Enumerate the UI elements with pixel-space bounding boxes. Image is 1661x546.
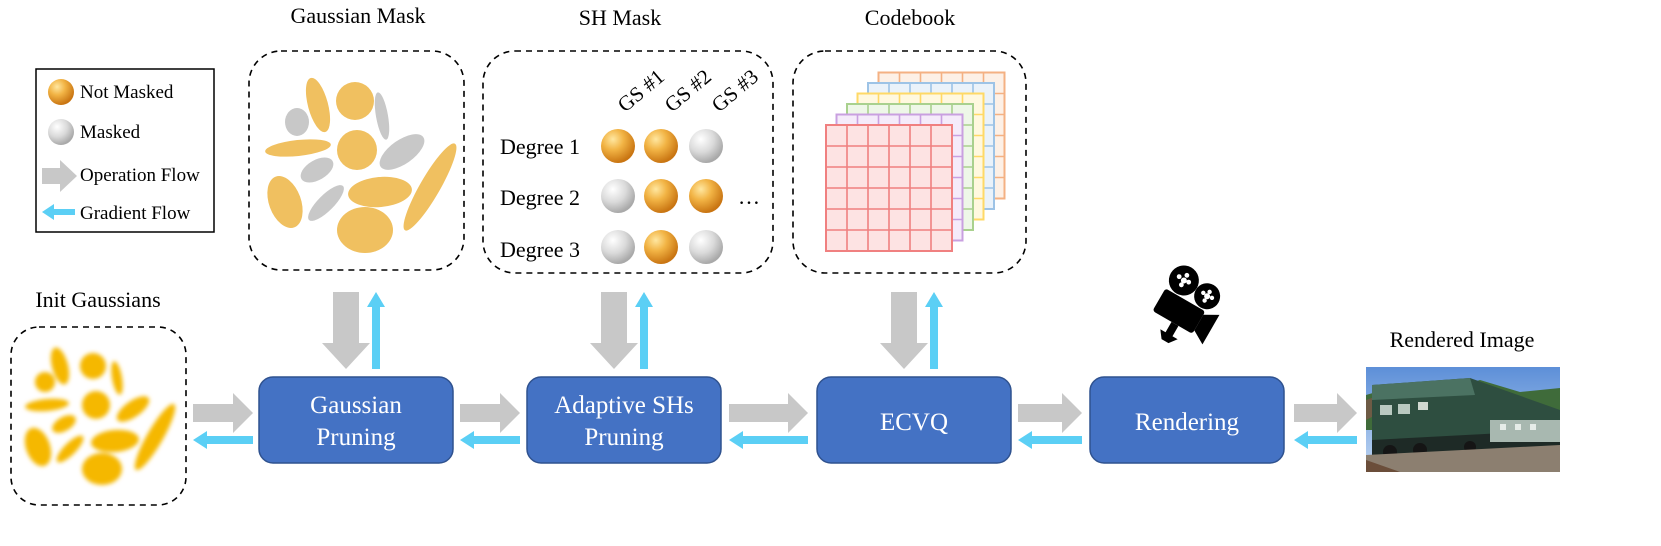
- rendered-image-title: Rendered Image: [1390, 327, 1535, 352]
- adaptive-sh-pruning-box: Adaptive SHs Pruning: [526, 376, 722, 464]
- operation-flow-arrow: [193, 393, 253, 433]
- vertical-flow-arrows: [322, 292, 943, 369]
- rendering-label: Rendering: [1135, 409, 1240, 436]
- masked-sphere: [689, 230, 723, 264]
- rendered-image-photo: [1366, 367, 1560, 472]
- horizontal-flow-arrows: [193, 393, 1357, 449]
- rendering-box: Rendering: [1089, 376, 1285, 464]
- gradient-flow-arrow: [925, 292, 943, 369]
- sh-row-label: Degree 3: [500, 237, 580, 262]
- operation-flow-arrow: [1294, 393, 1357, 433]
- codebook-grid-layer: [825, 124, 953, 252]
- gradient-flow-arrow: [635, 292, 653, 369]
- operation-arrow-icon: [42, 160, 77, 192]
- unmasked-sphere: [644, 129, 678, 163]
- unmasked-sphere: [601, 129, 635, 163]
- init-gaussians-title: Init Gaussians: [35, 287, 160, 312]
- masked-sphere: [601, 230, 635, 264]
- gaussian-pruning-box: Gaussian Pruning: [258, 376, 454, 464]
- operation-flow-arrow: [590, 292, 638, 369]
- legend: Not Masked Masked Operation Flow Gradien…: [35, 68, 215, 233]
- sh-mask-panel: GS #1 GS #2 GS #3 Degree 1 Degree 2 Degr…: [482, 50, 774, 274]
- gradient-flow-arrow: [1018, 431, 1082, 449]
- adaptive-sh-pruning-label: Adaptive SHs: [554, 392, 694, 419]
- not-masked-sphere-icon: [48, 79, 74, 105]
- sh-row-label: Degree 1: [500, 134, 580, 159]
- sh-column-label: GS #2: [660, 64, 716, 117]
- operation-flow-arrow: [1018, 393, 1082, 433]
- sh-column-label: GS #3: [707, 64, 763, 117]
- sh-sphere-grid: [601, 129, 723, 264]
- gaussian-pruning-label: Pruning: [316, 424, 396, 451]
- ecvq-box: ECVQ: [816, 376, 1012, 464]
- legend-masked: Masked: [80, 122, 141, 143]
- gaussian-mask-panel: [248, 50, 465, 271]
- gradient-flow-arrow: [460, 431, 520, 449]
- legend-gradient-flow: Gradient Flow: [80, 203, 191, 224]
- legend-not-masked: Not Masked: [80, 82, 174, 103]
- gaussian-ellipses: [265, 77, 457, 253]
- gradient-arrow-icon: [42, 204, 75, 220]
- sh-mask-title: SH Mask: [579, 5, 662, 30]
- operation-flow-arrow: [322, 292, 370, 369]
- blurred-gaussians: [24, 347, 176, 485]
- unmasked-sphere: [689, 179, 723, 213]
- operation-flow-arrow: [460, 393, 520, 433]
- gradient-flow-arrow: [193, 431, 253, 449]
- gaussian-mask-title: Gaussian Mask: [290, 3, 425, 28]
- sh-ellipsis: …: [738, 184, 760, 209]
- adaptive-sh-pruning-label: Pruning: [584, 424, 664, 451]
- gradient-flow-arrow: [1294, 431, 1357, 449]
- operation-flow-arrow: [880, 292, 928, 369]
- unmasked-sphere: [644, 179, 678, 213]
- movie-camera-icon: [1153, 265, 1221, 345]
- gradient-flow-arrow: [729, 431, 808, 449]
- operation-flow-arrow: [729, 393, 808, 433]
- gradient-flow-arrow: [367, 292, 385, 369]
- codebook-grid-stack: [825, 71, 1006, 252]
- masked-sphere: [601, 179, 635, 213]
- sh-column-label: GS #1: [613, 64, 669, 117]
- gaussian-pruning-label: Gaussian: [310, 392, 402, 419]
- unmasked-sphere: [644, 230, 678, 264]
- masked-sphere: [689, 129, 723, 163]
- legend-operation-flow: Operation Flow: [80, 165, 200, 186]
- codebook-panel: [792, 50, 1027, 274]
- masked-sphere-icon: [48, 119, 74, 145]
- codebook-title: Codebook: [865, 5, 955, 30]
- init-gaussians-panel: [10, 326, 187, 506]
- ecvq-label: ECVQ: [880, 409, 948, 436]
- sh-row-label: Degree 2: [500, 185, 580, 210]
